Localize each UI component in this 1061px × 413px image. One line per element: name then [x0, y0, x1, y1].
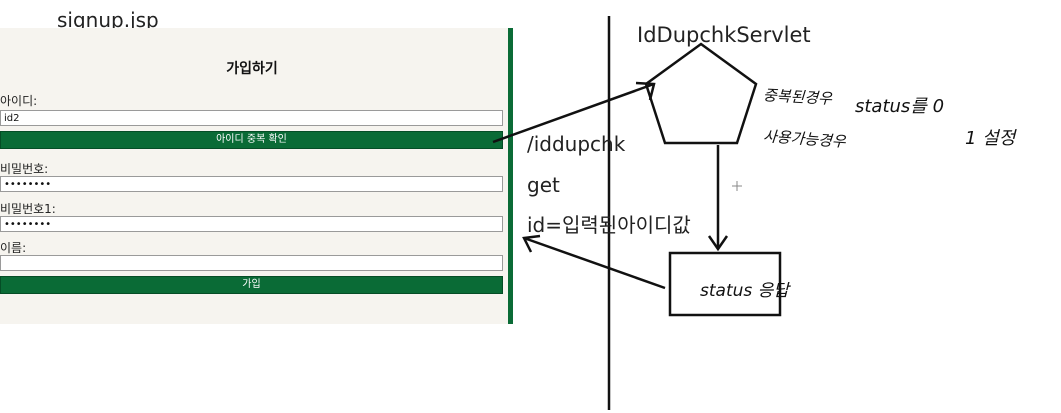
- request-param-caption: id=입력된아이디값: [527, 213, 691, 237]
- one-set-note: 1 설정: [965, 128, 1016, 149]
- password-confirm-label: 비밀번호1:: [0, 202, 56, 216]
- return-arrow: [523, 236, 666, 290]
- id-input[interactable]: [0, 110, 503, 126]
- name-input[interactable]: [0, 255, 503, 271]
- status-zero-note: status를 0: [855, 96, 945, 117]
- servlet-caption: IdDupchkServlet: [637, 23, 811, 47]
- signup-form-panel: 가입하기 아이디: 아이디 중복 확인 비밀번호: 비밀번호1: 이름: 가입: [0, 28, 513, 324]
- return-arrow-head: [522, 234, 541, 253]
- signup-submit-button[interactable]: 가입: [0, 276, 503, 294]
- request-path-caption: /iddupchk: [527, 132, 626, 156]
- request-arrow: [492, 82, 655, 144]
- servlet-pentagon: [644, 42, 758, 145]
- id-label: 아이디:: [0, 94, 38, 108]
- password-confirm-input[interactable]: [0, 216, 503, 232]
- duplicate-case-note: 중복된경우: [762, 86, 833, 108]
- response-box: [668, 251, 782, 317]
- id-dup-check-button[interactable]: 아이디 중복 확인: [0, 131, 503, 149]
- request-method-caption: get: [527, 173, 560, 197]
- request-arrow-head: [635, 81, 656, 101]
- to-response-arrow-head: [707, 235, 729, 252]
- password-label: 비밀번호:: [0, 162, 49, 176]
- form-title: 가입하기: [226, 61, 278, 77]
- password-input[interactable]: [0, 176, 503, 192]
- name-label: 이름:: [0, 241, 27, 255]
- cursor-crosshair-icon: [732, 181, 742, 191]
- status-response-note: status 응답: [700, 281, 789, 301]
